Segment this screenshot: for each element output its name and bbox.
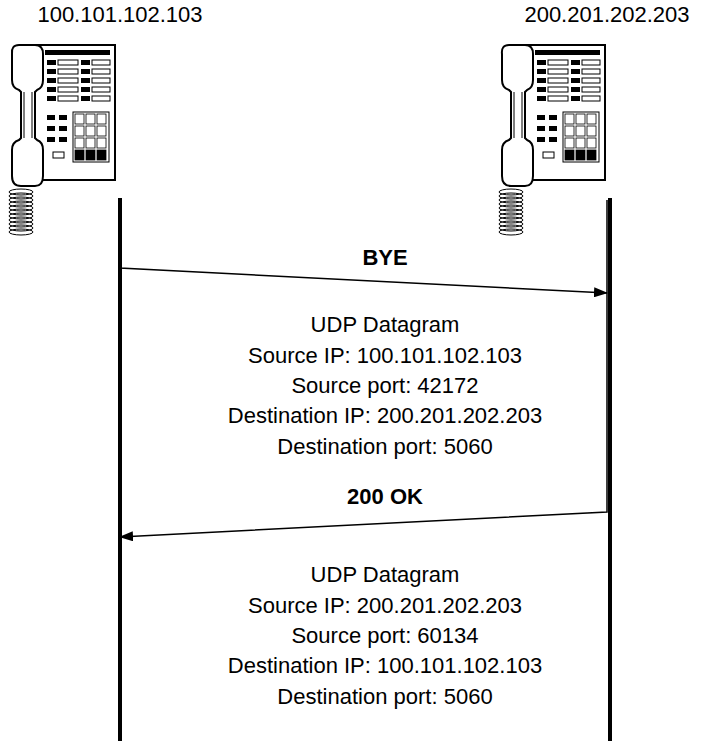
datagram-field: Source IP: 100.101.102.103 bbox=[248, 343, 522, 369]
phone-node: 100.101.102.103 bbox=[7, 2, 233, 200]
datagram-field: UDP Datagram bbox=[311, 562, 460, 588]
ip-address: 100.101.102.103 bbox=[7, 2, 233, 28]
datagram-field: UDP Datagram bbox=[311, 312, 460, 338]
datagram-field: Destination port: 5060 bbox=[277, 434, 492, 460]
message-name: 200 OK bbox=[344, 484, 426, 510]
datagram-field: Source IP: 200.201.202.203 bbox=[248, 593, 522, 619]
datagram-field: Destination IP: 200.201.202.203 bbox=[228, 403, 542, 429]
lifeline bbox=[118, 198, 122, 741]
phone-node: 200.201.202.203 bbox=[497, 2, 717, 200]
message-name: BYE bbox=[359, 245, 410, 271]
datagram-field: Source port: 60134 bbox=[291, 623, 478, 649]
phone-icon bbox=[9, 45, 115, 235]
datagram-field: Destination IP: 100.101.102.103 bbox=[228, 653, 542, 679]
lifeline bbox=[608, 198, 612, 741]
datagram-field: Source port: 42172 bbox=[291, 373, 478, 399]
message-arrow bbox=[120, 200, 607, 537]
ip-address: 200.201.202.203 bbox=[497, 2, 717, 28]
phone-icon bbox=[499, 45, 605, 235]
datagram-field: Destination port: 5060 bbox=[277, 684, 492, 710]
message-arrow bbox=[120, 200, 607, 293]
